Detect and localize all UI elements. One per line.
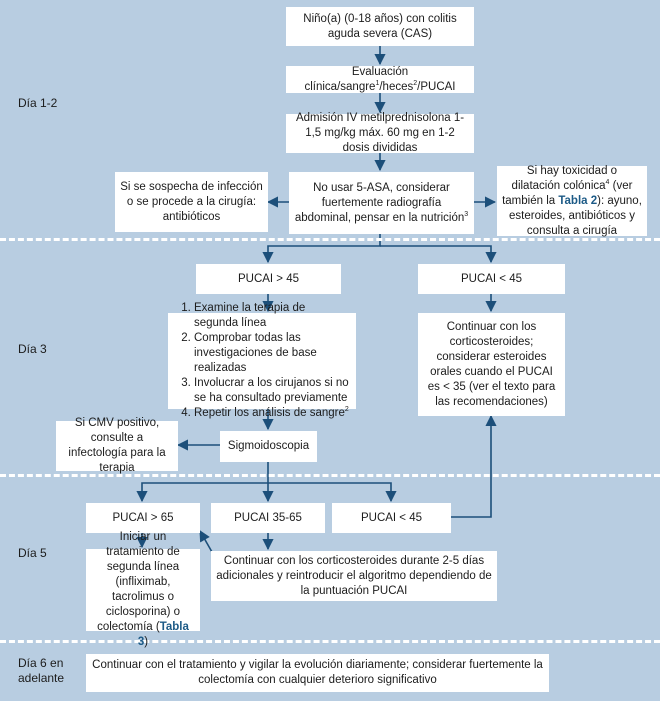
box-cmv-positive-text: Si CMV positivo, consulte a infectología… [68,417,166,474]
arrow-b15-b10 [451,414,497,518]
box-pucai-lt45-day3: PUCAI < 45 [418,264,565,294]
box-no-5asa: No usar 5-ASA, considerar fuertemente ra… [289,172,474,234]
box-pucai-35-65-text: PUCAI 35-65 [234,511,302,524]
day-label-5: Día 5 [18,546,47,560]
box-pucai-gt65: PUCAI > 65 [86,503,200,533]
box-no-5asa-text: No usar 5-ASA, considerar fuertemente ra… [294,181,469,224]
box-pucai-35-65: PUCAI 35-65 [211,503,325,533]
box-continue-2-5-days: Continuar con los corticosteroides duran… [211,551,497,601]
box-infection-antibiotics-text: Si se sospecha de infección o se procede… [120,180,263,223]
day-label-6-line1: Día 6 en [18,656,64,670]
box-pucai-lt45-day5: PUCAI < 45 [332,503,451,533]
arrow-b17-b13 [199,530,213,553]
box-pucai-gt65-text: PUCAI > 65 [112,511,174,524]
reference-table-3[interactable]: Tabla 3 [137,621,189,648]
box-second-line-treatment-text: Iniciar un tratamiento de segunda línea … [97,531,189,648]
step-2: Comprobar todas las investigaciones de b… [194,331,351,376]
box-iv-admission-text: Admisión IV metilprednisolona 1-1,5 mg/k… [295,112,465,154]
box-iv-admission: Admisión IV metilprednisolona 1-1,5 mg/k… [286,112,474,154]
day-label-6-line2: adelante [18,671,65,685]
separator-day3 [0,238,660,241]
box-clinical-evaluation: Evaluación clínica/sangre1/heces2/PUCAI [286,66,474,93]
box-second-line-treatment: Iniciar un tratamiento de segunda línea … [86,531,200,648]
box-toxicity-dilatation-text: Si hay toxicidad o dilatación colónica4 … [502,164,642,237]
box-patient-entry: Niño(a) (0-18 años) con colitis aguda se… [286,7,474,46]
separator-day5 [0,474,660,477]
box-clinical-evaluation-text: Evaluación clínica/sangre1/heces2/PUCAI [304,65,456,93]
arrow-b12-b13 [136,462,269,503]
step-4: Repetir los análisis de sangre2 [194,406,351,421]
box-day6-onward: Continuar con el tratamiento y vigilar l… [86,654,549,692]
box-pucai-lt45-day3-text: PUCAI < 45 [460,272,523,285]
box-cmv-positive: Si CMV positivo, consulte a infectología… [56,417,178,474]
box-second-line-steps: Examine la terapia de segunda línea Comp… [168,302,356,419]
box-continue-2-5-days-text: Continuar con los corticosteroides duran… [216,554,492,597]
box-pucai-gt45-day3-text: PUCAI > 45 [237,272,300,285]
box-patient-entry-text: Niño(a) (0-18 años) con colitis aguda se… [303,12,457,40]
box-toxicity-dilatation: Si hay toxicidad o dilatación colónica4 … [497,164,647,237]
box-continue-corticosteroids-text: Continuar con los corticosteroides; cons… [427,320,556,408]
box-sigmoidoscopy-text: Sigmoidoscopia [227,440,310,452]
box-pucai-gt45-day3: PUCAI > 45 [196,264,341,294]
day-label-1-2: Día 1-2 [18,96,58,110]
box-continue-corticosteroids: Continuar con los corticosteroides; cons… [418,313,565,416]
steps-list: Examine la terapia de segunda línea Comp… [176,301,351,421]
box-infection-antibiotics: Si se sospecha de infección o se procede… [115,172,268,232]
box-sigmoidoscopy: Sigmoidoscopia [220,431,317,462]
step-3: Involucrar a los cirujanos si no se ha c… [194,376,351,406]
day-label-6: Día 6 en adelante [18,656,64,686]
arrow-b12-b15 [268,482,397,503]
box-pucai-lt45-day5-text: PUCAI < 45 [360,511,423,524]
reference-table-2[interactable]: Tabla 2 [558,194,598,207]
arrow-split-b8 [380,245,497,264]
step-1: Examine la terapia de segunda línea [194,301,351,331]
day-label-3: Día 3 [18,342,47,356]
separator-day6 [0,640,660,643]
box-day6-onward-text: Continuar con el tratamiento y vigilar l… [92,659,543,686]
